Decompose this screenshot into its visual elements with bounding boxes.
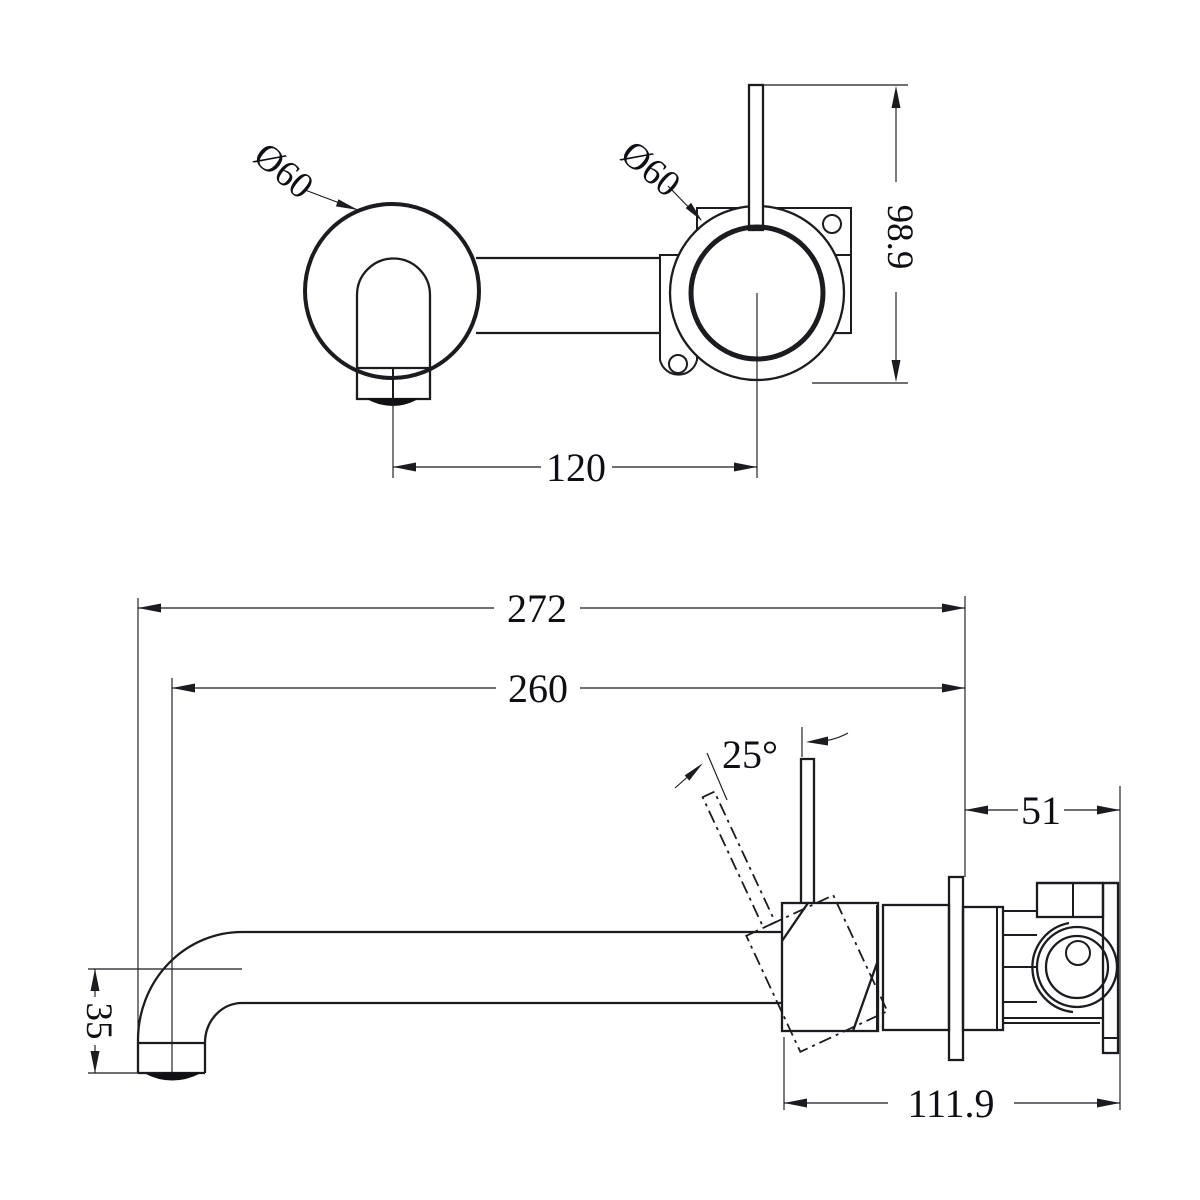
arrow-right-icon <box>734 462 757 472</box>
inlet-port-inner <box>1044 934 1110 1000</box>
arrow-up-icon <box>891 86 901 108</box>
body-collar <box>961 905 1005 1032</box>
dim-spout-diameter: Ø60 <box>246 135 359 211</box>
screw-hole-bottom-icon <box>668 354 688 374</box>
handle-angle-value: 25° <box>722 732 778 777</box>
handle-base-chamfer-bottom <box>851 962 879 1032</box>
dim-spout-reach: 260 <box>172 666 965 711</box>
spout-drop-value: 35 <box>78 1003 119 1040</box>
wall-flange <box>947 875 965 1062</box>
valve-top-boss <box>1035 881 1105 919</box>
handle-lever-front <box>747 83 765 232</box>
arrow-down-icon <box>891 360 901 382</box>
arrow-left-icon <box>138 603 161 613</box>
tilted-ref-line <box>706 752 728 801</box>
spout-nose-outline <box>355 257 432 368</box>
arrow-left-icon <box>393 462 416 472</box>
inlet-port-hole <box>1065 940 1091 966</box>
arrow-down-icon <box>90 1051 100 1073</box>
spout-diameter-label: Ø60 <box>246 135 321 207</box>
spout-profile <box>136 930 783 1081</box>
leader-arrow-icon <box>684 763 703 781</box>
inlet-pipe-lines <box>1003 910 1037 1003</box>
handle-base-box <box>780 901 880 1033</box>
arrow-right-icon <box>942 603 965 613</box>
handle-projection-value: 51 <box>1021 788 1061 833</box>
spout-outlet-front <box>355 257 432 478</box>
mixer-height-value: 98.9 <box>879 205 920 270</box>
phantom-base <box>745 893 889 1053</box>
arrow-right-icon <box>1097 1098 1120 1108</box>
valve-body-arc <box>1031 921 1074 1014</box>
dim-centre-distance: 120 <box>393 445 757 490</box>
dim-mixer-height: 98.9 <box>763 84 920 384</box>
overall-projection-value: 272 <box>507 586 567 631</box>
inlet-port-outer <box>1035 925 1119 1009</box>
mounting-bracket <box>1101 881 1120 1055</box>
spout-reach-value: 260 <box>508 666 568 711</box>
spout-outer-curve <box>136 930 243 1073</box>
handle-lever-side <box>799 757 816 903</box>
mixer-body-side <box>876 875 1120 1062</box>
cartridge-housing <box>881 903 951 1032</box>
spout-inner-curve <box>203 1001 243 1044</box>
body-bottom-lines <box>1003 1017 1103 1024</box>
arrow-right-icon <box>1097 805 1120 815</box>
body-length-value: 111.9 <box>907 1081 994 1126</box>
dim-overall-projection: 272 <box>138 586 965 631</box>
dim-handle-projection: 51 <box>965 788 1120 833</box>
dim-spout-drop: 35 <box>78 968 242 1074</box>
dim-body-length: 111.9 <box>784 1081 1120 1126</box>
arrow-up-icon <box>90 969 100 991</box>
dim-mixer-diameter: Ø60 <box>613 133 702 221</box>
side-view: 272 260 35 <box>78 586 1121 1126</box>
arrow-left-icon <box>784 1098 807 1108</box>
aerator-side-icon <box>144 1072 201 1081</box>
arrow-left-icon <box>965 805 988 815</box>
leader-arrow-icon <box>335 199 358 210</box>
phantom-lever <box>701 790 777 929</box>
centre-distance-value: 120 <box>546 445 606 490</box>
arrow-left-icon <box>172 683 195 693</box>
screw-hole-top-icon <box>822 214 842 234</box>
spout-escutcheon-circle <box>303 202 481 380</box>
leader-arrow-icon <box>685 202 702 221</box>
dim-handle-angle: 25° <box>674 727 849 801</box>
arrow-right-icon <box>942 683 965 693</box>
handle-vertical <box>780 757 880 1033</box>
handle-tilted-phantom <box>701 790 889 1053</box>
arc-arrow-icon <box>806 736 828 746</box>
front-view: Ø60 Ø60 120 98.9 <box>246 83 920 490</box>
